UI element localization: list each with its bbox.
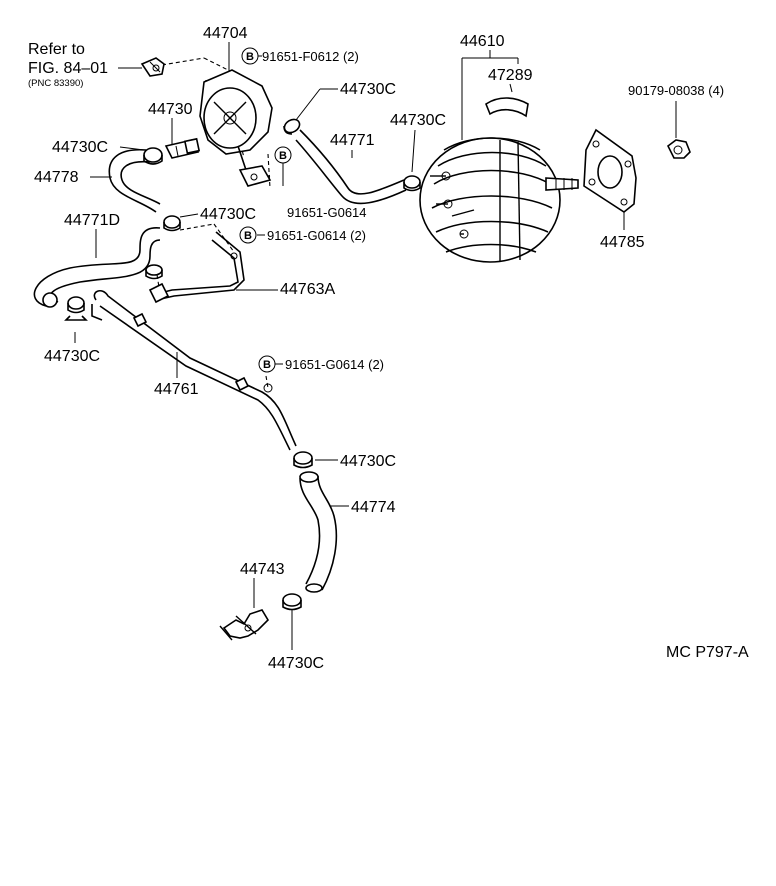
- seal-47289: [485, 97, 529, 118]
- label-44771: 44771: [330, 132, 375, 149]
- label-44730c-top: 44730C: [340, 81, 396, 98]
- clamp-44730c-c: [163, 215, 181, 232]
- clamp-44730c-mid: [403, 175, 421, 192]
- label-91651-g0614-c: 91651-G0614 (2): [285, 357, 384, 372]
- label-44785: 44785: [600, 234, 645, 251]
- label-44730: 44730: [148, 101, 193, 118]
- clamp-44730c-left: [143, 147, 163, 165]
- label-44774: 44774: [351, 499, 396, 516]
- clamp-44730c-d: [64, 296, 88, 321]
- hose-44778: [108, 149, 161, 213]
- label-44730c-e: 44730C: [340, 453, 396, 470]
- label-fig-ref: FIG. 84–01: [28, 60, 108, 77]
- label-44730c-c: 44730C: [200, 206, 256, 223]
- pipe-44763a: [148, 231, 245, 304]
- label-44778: 44778: [34, 169, 79, 186]
- label-44730c-d: 44730C: [44, 348, 100, 365]
- label-44763a: 44763A: [280, 281, 335, 298]
- label-pnc: (PNC 83390): [28, 78, 83, 89]
- clip-44743: [219, 609, 270, 641]
- bolt-marker-1: B: [241, 47, 259, 65]
- label-47289: 47289: [488, 67, 533, 84]
- check-valve-44730: [164, 137, 201, 159]
- vacuum-sensor: [140, 57, 165, 77]
- label-refer-to: Refer to: [28, 41, 85, 58]
- label-91651-g0614-a: 91651-G0614: [287, 205, 367, 220]
- label-44730c-f: 44730C: [268, 655, 324, 672]
- label-44771d: 44771D: [64, 212, 120, 229]
- bolt-marker-2: B: [274, 146, 292, 164]
- bolt-marker-4: B: [258, 355, 276, 373]
- pipe-44761: [91, 289, 297, 451]
- clamp-44730c-f: [282, 593, 302, 611]
- clamp-44730c-e: [293, 451, 313, 469]
- hose-44771d: [33, 227, 161, 308]
- label-91651-g0614-b: 91651-G0614 (2): [267, 228, 366, 243]
- bolt-marker-3: B: [239, 226, 257, 244]
- label-44743: 44743: [240, 561, 285, 578]
- label-44610: 44610: [460, 33, 505, 50]
- nut-90179: [666, 139, 691, 159]
- label-44730c-left: 44730C: [52, 139, 108, 156]
- label-90179: 90179-08038 (4): [628, 83, 724, 98]
- hose-44771: [295, 129, 407, 205]
- label-44730c-mid: 44730C: [390, 112, 446, 129]
- clamp-44730c-top: [283, 118, 301, 135]
- svg-text:B: B: [246, 51, 254, 63]
- leader-lines: [74, 42, 677, 650]
- hose-44774: [299, 471, 338, 593]
- gasket-44785: [583, 128, 637, 213]
- label-44761: 44761: [154, 381, 199, 398]
- label-44704: 44704: [203, 25, 248, 42]
- vacuum-tank-44704: [199, 69, 273, 187]
- svg-text:B: B: [244, 230, 252, 242]
- svg-text:B: B: [279, 150, 287, 162]
- svg-text:B: B: [263, 359, 271, 371]
- brake-booster-44610: [419, 137, 579, 263]
- clamp-44730c-small: [145, 264, 163, 280]
- label-91651-f0612: 91651-F0612 (2): [262, 49, 359, 64]
- figure-code: MC P797-A: [666, 644, 749, 661]
